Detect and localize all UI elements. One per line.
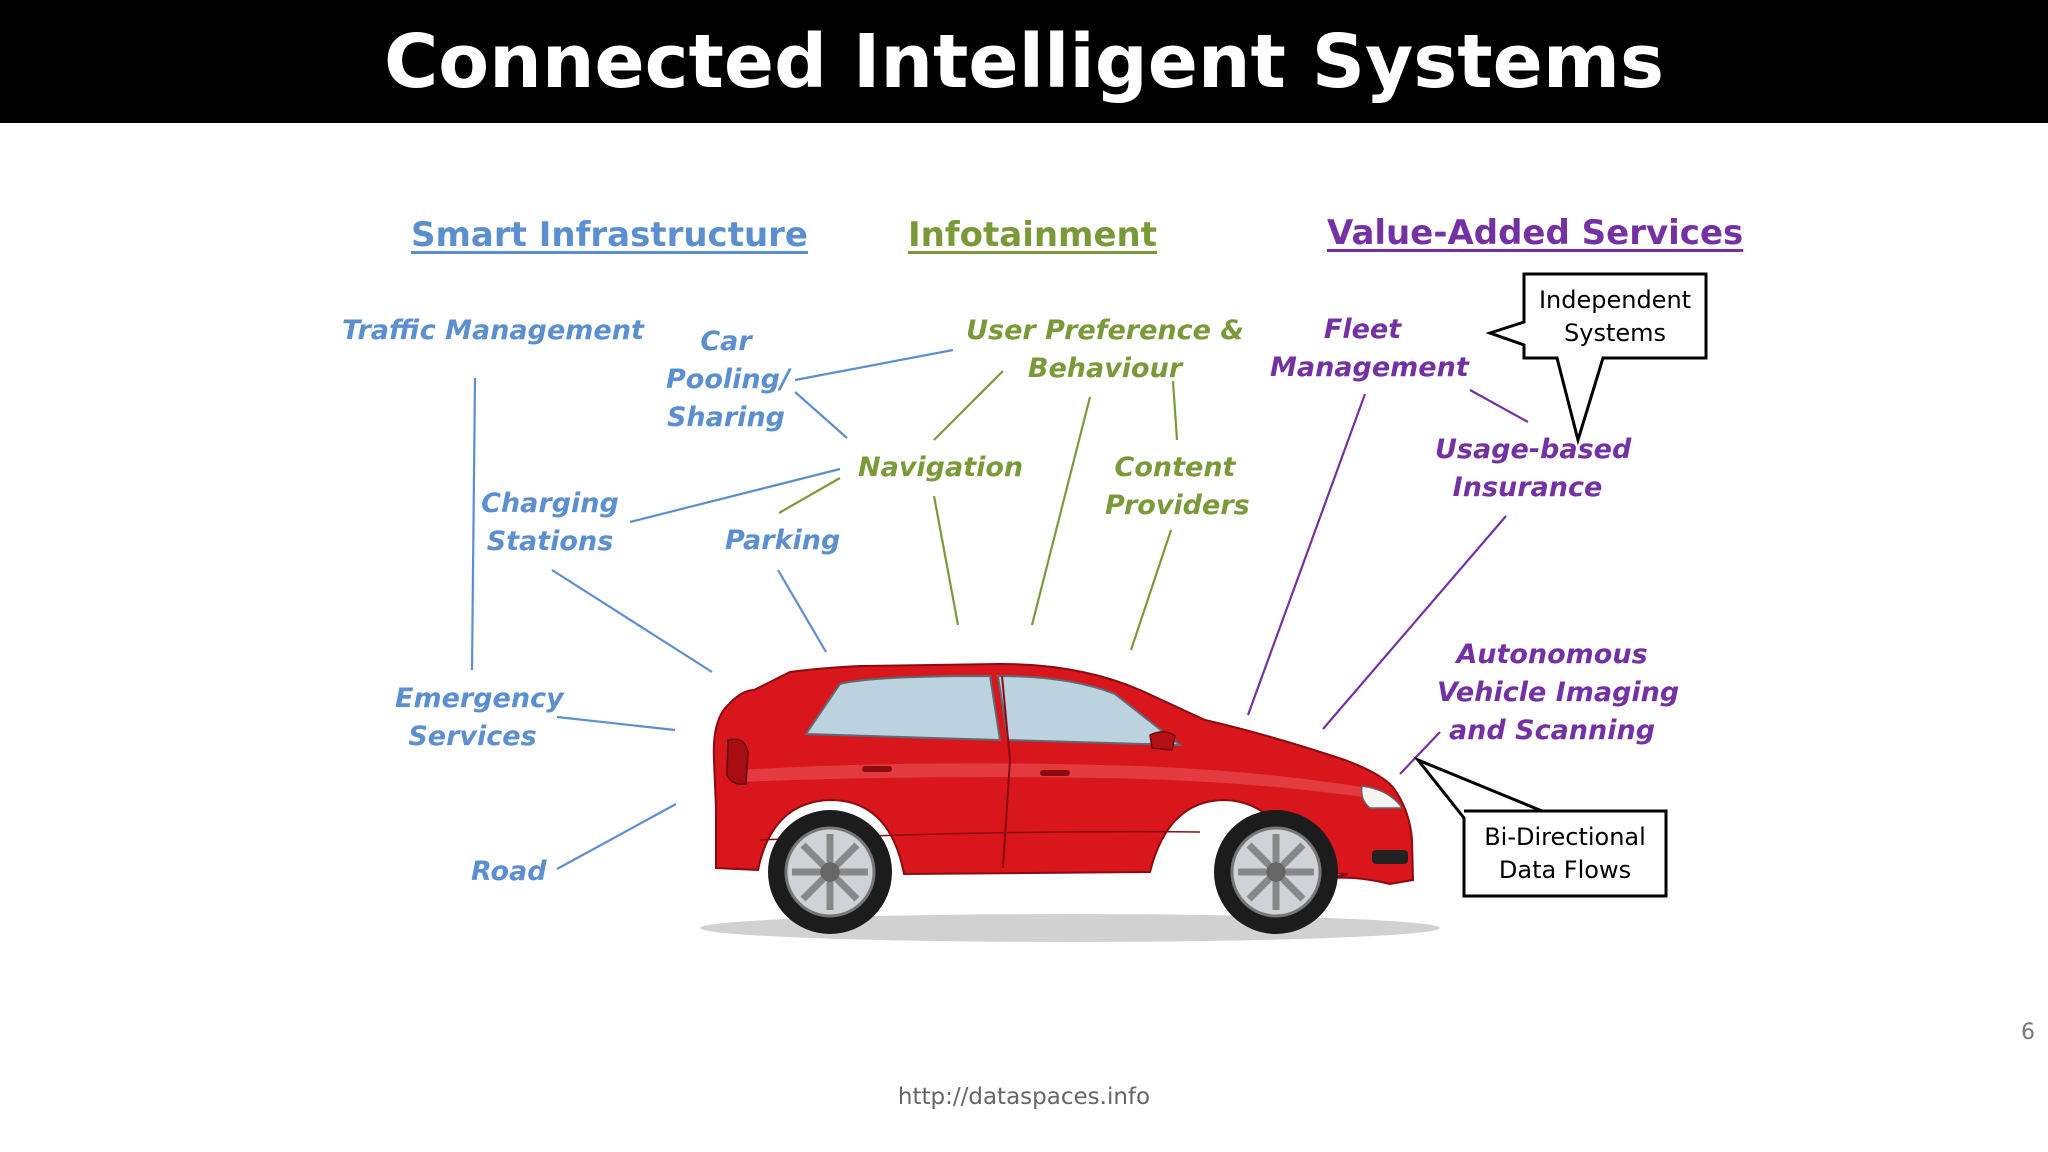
page-number: 6 — [2021, 1020, 2035, 1045]
connector-navigation-parking — [778, 477, 841, 514]
label-navigation: Navigation — [858, 452, 1024, 483]
label-charging-line1: Charging — [481, 488, 619, 519]
label-fleet-line1: Fleet — [1323, 314, 1402, 345]
smart-infrastructure-connectors — [470, 348, 954, 870]
connector-autonomous-car — [1399, 731, 1441, 775]
label-insurance-line1: Usage-based — [1435, 434, 1632, 465]
label-fleet-line2: Management — [1270, 352, 1469, 383]
label-car-pooling-line1: Car — [700, 326, 752, 357]
hatchback-car-icon — [700, 662, 1440, 942]
connector-charging-car — [551, 569, 713, 673]
connector-userpref-content — [1171, 380, 1179, 441]
connector-content-car — [1129, 529, 1173, 651]
connector-userpref-navigation — [933, 370, 1004, 441]
label-traffic-management: Traffic Management — [342, 315, 644, 346]
connector-userpref-car — [1030, 396, 1092, 626]
callout-bi-directional — [1413, 756, 1668, 898]
label-content-providers: Content Providers — [1105, 449, 1250, 525]
callout-bi-directional-line1: Bi-Directional — [1484, 823, 1646, 851]
label-content-line2: Providers — [1105, 490, 1250, 521]
value-added-connectors — [1246, 389, 1529, 775]
connector-navigation-car — [932, 495, 960, 626]
label-fleet-management: Fleet Management — [1270, 311, 1469, 387]
connector-carpool-navigation — [794, 391, 848, 439]
label-emergency-line2: Services — [408, 721, 537, 752]
title-bar: Connected Intelligent Systems — [0, 0, 2048, 123]
connector-charging-navigation — [629, 467, 841, 524]
label-autonomous-vehicle: Autonomous Vehicle Imaging and Scanning — [1437, 636, 1680, 750]
label-emergency-services: Emergency Services — [395, 680, 564, 756]
connector-fleet-car — [1246, 393, 1367, 716]
callout-independent-line1: Independent — [1538, 286, 1692, 314]
heading-value-added-services: Value-Added Services — [1327, 213, 1744, 253]
page-title: Connected Intelligent Systems — [383, 18, 1664, 105]
connector-road-car — [556, 803, 677, 870]
connector-carpool-userpref — [794, 348, 954, 382]
label-car-pooling-line3: Sharing — [666, 402, 785, 433]
connector-traffic-emergency — [470, 377, 477, 671]
label-road: Road — [471, 856, 547, 887]
infotainment-connectors — [778, 370, 1179, 651]
label-insurance-line2: Insurance — [1452, 472, 1603, 503]
label-user-preference: User Preference & Behaviour — [960, 312, 1250, 388]
label-parking: Parking — [725, 525, 841, 556]
callout-bi-directional-text: Bi-Directional Data Flows — [1464, 821, 1666, 887]
label-charging-stations: Charging Stations — [480, 485, 620, 561]
callout-independent-systems — [1485, 272, 1708, 446]
connector-parking-car — [777, 569, 827, 653]
callout-independent-line2: Systems — [1564, 319, 1666, 347]
footer-url: http://dataspaces.info — [897, 1084, 1151, 1110]
heading-infotainment: Infotainment — [908, 215, 1158, 255]
heading-smart-infrastructure: Smart Infrastructure — [411, 215, 808, 255]
label-emergency-line1: Emergency — [395, 683, 564, 714]
label-car-pooling: Car Pooling/ Sharing — [666, 323, 790, 437]
label-charging-line2: Stations — [486, 526, 614, 557]
label-autonomous-line3: and Scanning — [1448, 715, 1656, 746]
label-car-pooling-line2: Pooling/ — [666, 364, 790, 395]
label-autonomous-line2: Vehicle Imaging — [1437, 677, 1680, 708]
label-user-preference-line1: User Preference & — [966, 315, 1244, 346]
label-autonomous-line1: Autonomous — [1456, 639, 1648, 670]
label-content-line1: Content — [1114, 452, 1236, 483]
label-usage-based-insurance: Usage-based Insurance — [1435, 431, 1632, 507]
connector-emergency-car — [556, 715, 676, 732]
label-user-preference-line2: Behaviour — [1027, 353, 1183, 384]
connector-fleet-insurance — [1469, 389, 1529, 423]
callout-bi-directional-line2: Data Flows — [1498, 856, 1632, 884]
callout-independent-systems-text: Independent Systems — [1524, 284, 1706, 350]
connector-insurance-car — [1322, 515, 1507, 730]
